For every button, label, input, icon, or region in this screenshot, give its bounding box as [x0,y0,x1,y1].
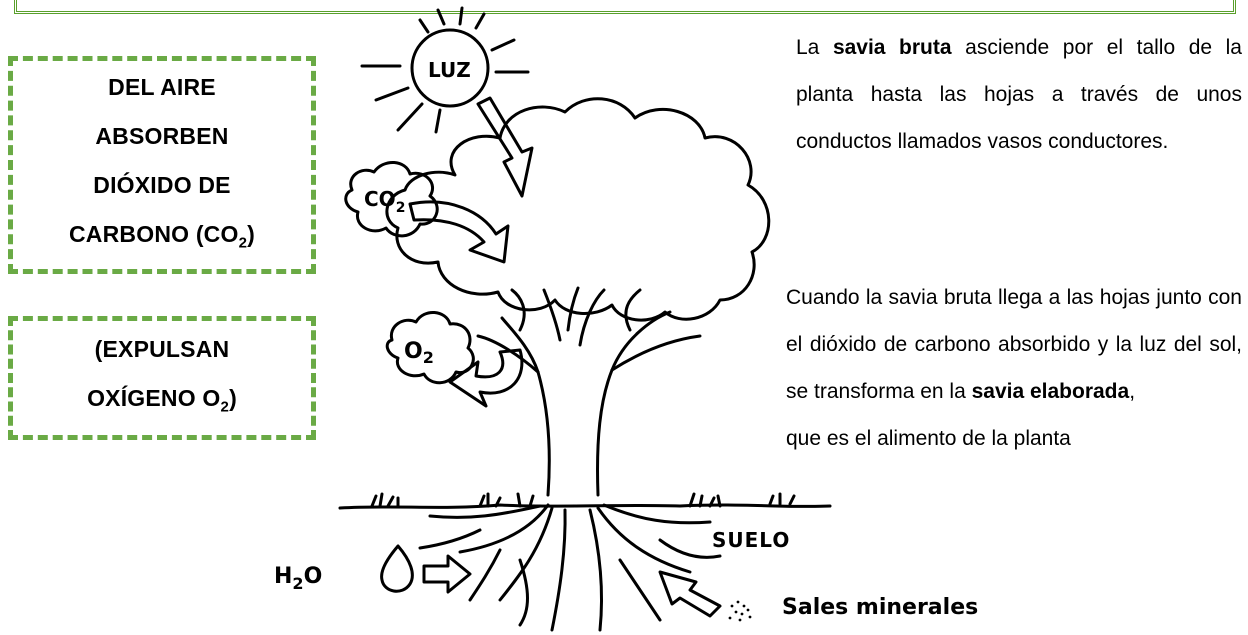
minerals-arrow-icon [658,570,722,618]
p2-text: Cuando la savia bruta llega a las hojas … [786,286,1242,403]
oxygen-line-1: (EXPULSAN [94,335,230,362]
oxygen-expulsion-box: (EXPULSAN OXÍGENO O2) [8,316,316,440]
ground-line [338,503,832,510]
p2-last-line: que es el alimento de la planta [786,427,1071,450]
air-line-4-end: ) [247,220,255,247]
water-label-sub: 2 [292,574,303,593]
air-line-4-sub: 2 [238,234,248,252]
p1-bold: savia bruta [832,36,952,59]
light-arrow-icon [476,96,534,198]
paragraph-savia-elaborada: Cuando la savia bruta llega a las hojas … [786,274,1242,462]
co2-label: CO2 [364,187,405,216]
co2-cloud [344,161,439,238]
air-absorption-box: DEL AIRE ABSORBEN DIÓXIDO DE CARBONO (CO… [8,56,316,274]
water-label: H2O [274,564,322,593]
air-line-4-main: CARBONO (CO [69,220,239,247]
grass [370,492,796,508]
water-label-main: H [274,564,292,589]
co2-arrow-icon [408,200,510,264]
o2-arrow-icon [448,348,524,408]
air-line-3: DIÓXIDO DE [93,171,231,198]
sun-label: LUZ [428,58,471,82]
o2-label: O2 [404,339,434,367]
tree-trunk [476,286,702,497]
minerals-label: Sales minerales [782,595,978,620]
water-label-end: O [304,564,323,589]
oxygen-expulsion-text: (EXPULSAN OXÍGENO O2) [42,325,282,432]
p1-post: asciende por el tallo de la planta hasta… [796,36,1242,153]
water-drop-icon [380,544,414,593]
oxygen-line-2-sub: 2 [220,398,230,416]
top-frame [14,0,1236,14]
soil-label: SUELO [712,528,790,552]
o2-label-sub: 2 [423,348,434,367]
p2-post: , [1129,380,1136,403]
oxygen-line-2: OXÍGENO O2) [42,374,282,432]
water-arrow-icon [422,554,472,594]
air-line-2: ABSORBEN [95,122,229,149]
p1-pre: La [796,36,833,59]
air-line-4: CARBONO (CO2) [47,210,277,268]
air-absorption-text: DEL AIRE ABSORBEN DIÓXIDO DE CARBONO (CO… [47,63,277,268]
o2-label-main: O [404,339,423,364]
co2-label-main: CO [364,187,396,211]
tree-roots [418,503,722,632]
paragraph-savia-bruta: La savia bruta asciende por el tallo de … [796,24,1242,165]
mineral-dots [728,600,752,622]
sun-icon [360,6,530,134]
oxygen-line-2-main: OXÍGENO O [87,384,221,411]
p2-bold: savia elaborada [971,380,1130,403]
oxygen-line-2-end: ) [229,384,237,411]
co2-label-sub: 2 [396,200,406,216]
tree-crown [385,97,771,322]
air-line-1: DEL AIRE [108,73,216,100]
